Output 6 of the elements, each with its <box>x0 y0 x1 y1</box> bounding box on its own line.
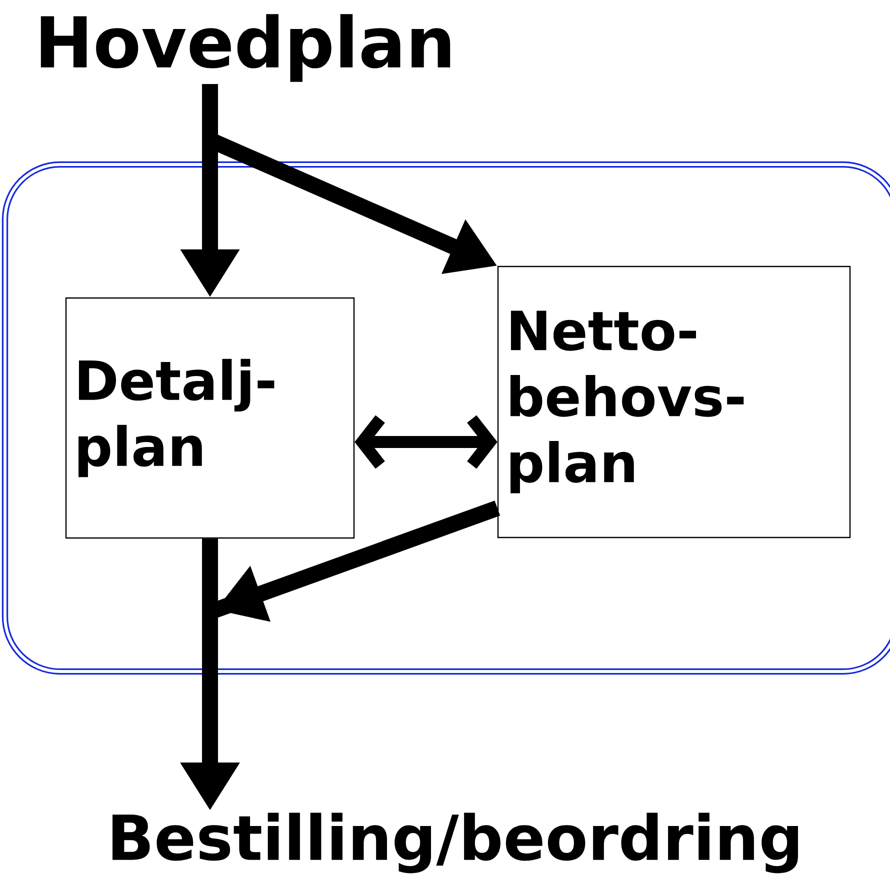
heading-text: Bestilling/beordring <box>112 812 798 874</box>
arrow <box>354 415 498 469</box>
group-frame <box>2 161 890 675</box>
process-box: Detalj- plan <box>65 297 355 539</box>
heading-text: Hovedplan <box>40 14 450 82</box>
process-box: Netto- behovs- plan <box>497 266 851 538</box>
